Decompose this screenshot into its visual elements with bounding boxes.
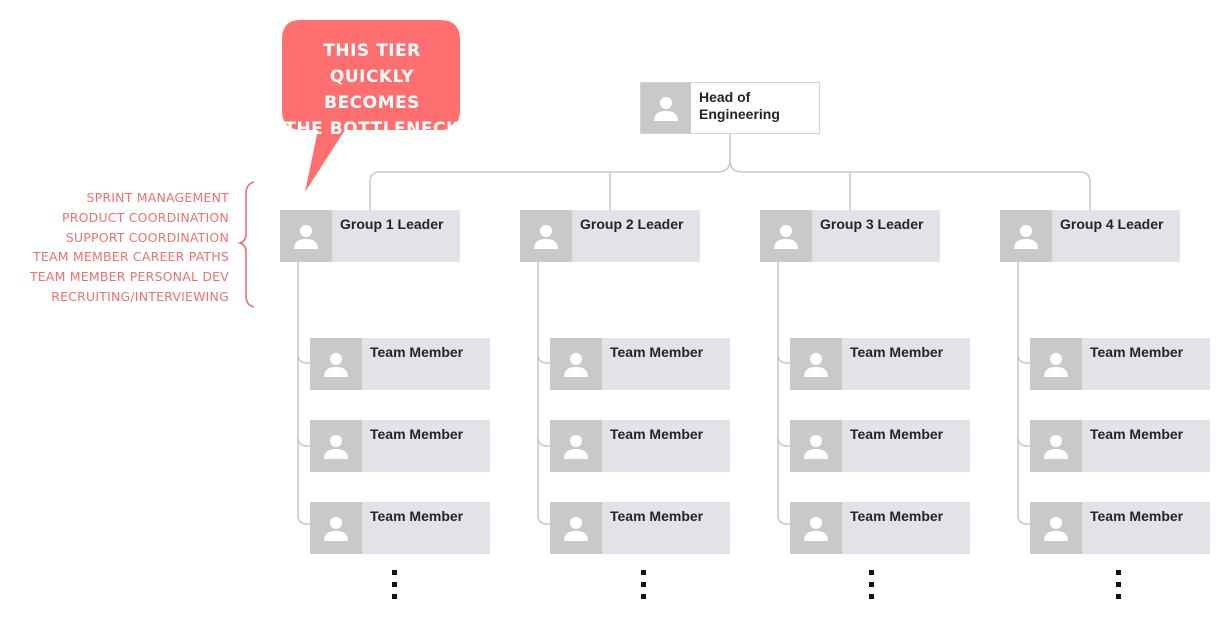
responsibility-item: TEAM MEMBER CAREER PATHS <box>33 249 229 265</box>
team-member-card[interactable]: Team Member <box>790 338 970 390</box>
person-icon <box>550 338 602 390</box>
person-icon <box>520 210 572 262</box>
group-leader-card[interactable]: Group 2 Leader <box>520 210 700 262</box>
responsibility-item: PRODUCT COORDINATION <box>61 209 229 225</box>
team-member-card[interactable]: Team Member <box>790 502 970 554</box>
responsibility-item: RECRUITING/INTERVIEWING <box>51 288 229 304</box>
person-icon <box>790 420 842 472</box>
group-leader-card[interactable]: Group 4 Leader <box>1000 210 1180 262</box>
group-leader-label: Group 2 Leader <box>580 216 684 232</box>
team-member-label: Team Member <box>610 508 704 524</box>
person-icon <box>790 338 842 390</box>
team-member-card[interactable]: Team Member <box>550 420 730 472</box>
team-member-label: Team Member <box>370 508 464 524</box>
person-icon <box>641 83 691 133</box>
team-member-label: Team Member <box>610 426 704 442</box>
responsibility-item: SPRINT MANAGEMENT <box>86 190 229 205</box>
team-member-label: Team Member <box>850 344 944 360</box>
group-leader-label: Group 4 Leader <box>1060 216 1164 232</box>
person-icon <box>1000 210 1052 262</box>
team-member-label: Team Member <box>370 426 464 442</box>
more-ellipsis-icon <box>1115 570 1121 599</box>
responsibility-item: SUPPORT COORDINATION <box>65 229 229 245</box>
person-icon <box>310 338 362 390</box>
more-ellipsis-icon <box>868 570 874 599</box>
person-icon <box>310 420 362 472</box>
person-icon <box>310 502 362 554</box>
team-member-label: Team Member <box>610 344 704 360</box>
team-member-card[interactable]: Team Member <box>1030 338 1210 390</box>
team-member-card[interactable]: Team Member <box>1030 420 1210 472</box>
person-icon <box>1030 338 1082 390</box>
team-member-label: Team Member <box>1090 426 1184 442</box>
team-member-card[interactable]: Team Member <box>310 502 490 554</box>
more-ellipsis-icon <box>640 570 646 599</box>
person-icon <box>550 502 602 554</box>
more-ellipsis-icon <box>391 570 397 599</box>
team-member-card[interactable]: Team Member <box>1030 502 1210 554</box>
responsibility-item: TEAM MEMBER PERSONAL DEV <box>29 269 229 285</box>
team-member-label: Team Member <box>850 508 944 524</box>
person-icon <box>280 210 332 262</box>
person-icon <box>1030 420 1082 472</box>
team-member-card[interactable]: Team Member <box>550 502 730 554</box>
team-member-label: Team Member <box>1090 344 1184 360</box>
head-label: Head of Engineering <box>699 89 780 122</box>
group-leader-label: Group 3 Leader <box>820 216 924 232</box>
group-leader-card[interactable]: Group 1 Leader <box>280 210 460 262</box>
team-member-card[interactable]: Team Member <box>310 338 490 390</box>
person-icon <box>1030 502 1082 554</box>
callout-text: THIS TIER QUICKLY BECOMES THE BOTTLENECK <box>284 41 460 139</box>
team-member-label: Team Member <box>1090 508 1184 524</box>
team-member-card[interactable]: Team Member <box>790 420 970 472</box>
callout-bubble <box>282 20 460 192</box>
responsibility-bracket <box>237 181 255 308</box>
team-member-card[interactable]: Team Member <box>550 338 730 390</box>
person-icon <box>760 210 812 262</box>
team-member-label: Team Member <box>370 344 464 360</box>
responsibility-list: SPRINT MANAGEMENT PRODUCT COORDINATION S… <box>30 188 229 307</box>
group-leader-card[interactable]: Group 3 Leader <box>760 210 940 262</box>
team-member-label: Team Member <box>850 426 944 442</box>
person-icon <box>550 420 602 472</box>
group-leader-label: Group 1 Leader <box>340 216 444 232</box>
team-member-card[interactable]: Team Member <box>310 420 490 472</box>
head-card[interactable]: Head of Engineering <box>640 82 820 134</box>
person-icon <box>790 502 842 554</box>
